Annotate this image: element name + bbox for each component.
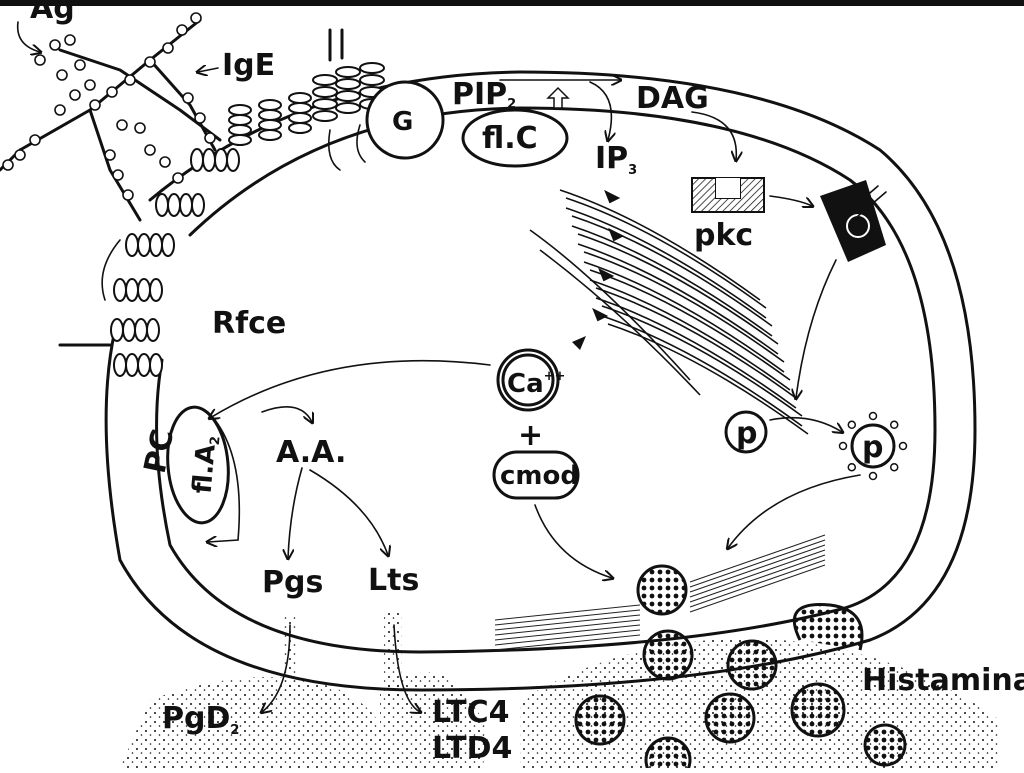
- ige-antigen-complex: [0, 12, 222, 222]
- ltc4-label: LTC4: [432, 695, 510, 730]
- phosphoprotein-active-circle: [850, 423, 896, 469]
- phosphoprotein-label: p: [736, 416, 757, 451]
- exocytosed-granules: [574, 602, 907, 773]
- antigen-label: Ag: [30, 0, 75, 26]
- plc-label: fl.C: [482, 121, 538, 156]
- lipid-release-trails: [282, 612, 402, 697]
- calmodulin-shape: [492, 450, 580, 500]
- ige-label: IgE: [222, 48, 275, 83]
- secretory-granules: [636, 564, 694, 681]
- ltd4-label: LTD4: [432, 731, 512, 766]
- pkc-active-shape: [820, 180, 887, 262]
- calcium-release-arrows: [592, 189, 625, 322]
- top-edge-shadow: [0, 0, 1024, 6]
- phosphoprotein-active-label: p: [862, 430, 883, 465]
- ip3-label: IP3: [595, 141, 637, 178]
- cytoskeleton-fibers: [494, 534, 826, 651]
- cell-membrane-outer: [104, 70, 977, 692]
- fc-epsilon-receptors: [58, 92, 312, 377]
- pathway-arrows: [16, 21, 861, 712]
- receptor-label: Rfce: [212, 306, 286, 341]
- g-protein-label: G: [392, 107, 413, 137]
- pkc-label: pkc: [694, 218, 753, 253]
- calcium-label: Ca++: [507, 369, 565, 399]
- pla2-oval: [166, 405, 230, 525]
- leukotrienes-label: Lts: [368, 563, 419, 598]
- calmodulin-label: cmod: [500, 461, 579, 491]
- endoplasmic-reticulum: [529, 189, 809, 435]
- phosphoprotein-circle: [724, 410, 768, 454]
- plus-sign: +: [518, 418, 543, 453]
- dag-label: DAG: [636, 81, 709, 116]
- g-protein-receptor: [312, 28, 445, 171]
- cell-membrane-inner: [155, 106, 937, 654]
- arachidonic-acid-label: A.A.: [276, 435, 346, 470]
- histamine-label: Histamina: [862, 663, 1024, 698]
- phospho-dots: [838, 411, 908, 481]
- pgd2-label: PgD2: [162, 701, 239, 738]
- pla2-label: fl.A2: [188, 434, 224, 495]
- pip2-label: PIP2: [452, 77, 516, 112]
- g-protein-oval: [365, 80, 445, 160]
- pkc-inactive-shape: [691, 177, 765, 213]
- prostaglandins-label: Pgs: [262, 565, 323, 600]
- plc-oval: [461, 108, 569, 168]
